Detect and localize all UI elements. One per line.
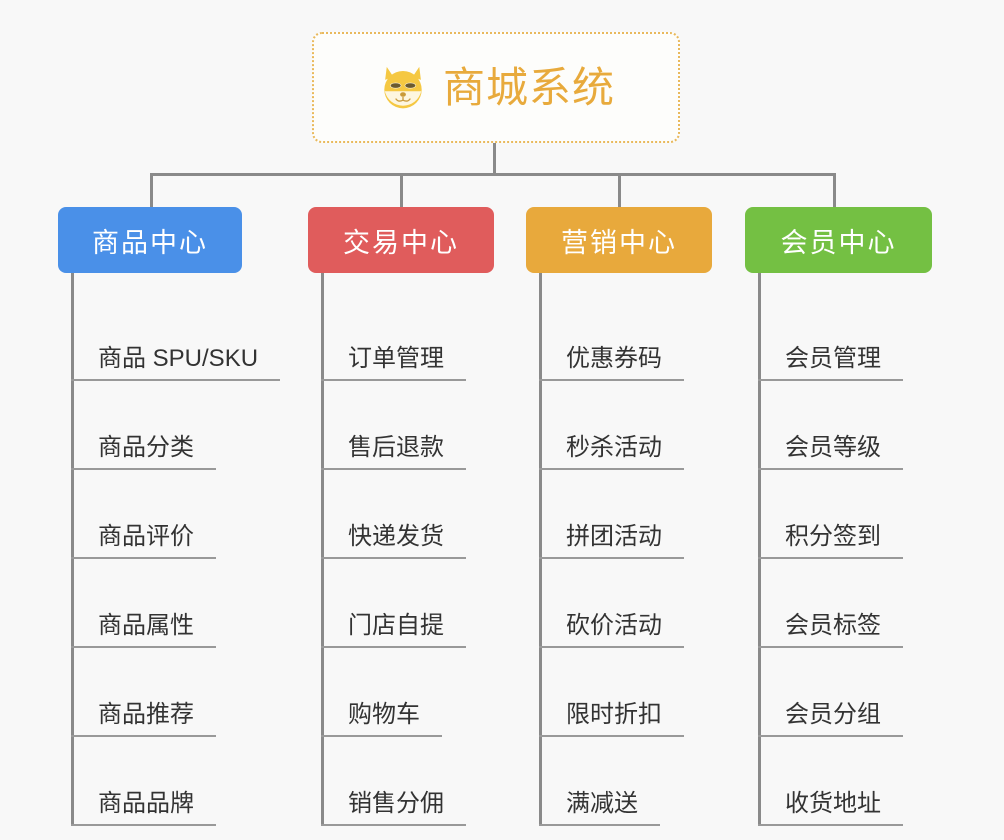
list-item-label: 快递发货 [321, 523, 466, 559]
list-item-label: 商品评价 [71, 523, 216, 559]
list-item[interactable]: 会员标签 [758, 559, 932, 648]
list-item-label: 优惠券码 [539, 345, 684, 381]
list-item[interactable]: 满减送 [539, 737, 739, 826]
column-rail [539, 273, 542, 826]
list-item-label: 限时折扣 [539, 701, 684, 737]
shiba-dog-face-icon [384, 66, 422, 108]
list-item[interactable]: 限时折扣 [539, 648, 739, 737]
item-list-transaction: 订单管理 售后退款 快递发货 门店自提 购物车 销售分佣 [308, 273, 521, 826]
item-list-member: 会员管理 会员等级 积分签到 会员标签 会员分组 收货地址 [745, 273, 932, 826]
connector-branch-1 [150, 173, 153, 207]
category-column-product: 商品中心 商品 SPU/SKU 商品分类 商品评价 商品属性 商品推荐 商品品牌 [58, 207, 288, 826]
list-item-label: 购物车 [321, 701, 442, 737]
connector-branch-4 [833, 173, 836, 207]
list-item-label: 商品推荐 [71, 701, 216, 737]
list-item-label: 商品属性 [71, 612, 216, 648]
list-item[interactable]: 购物车 [321, 648, 521, 737]
list-item-label: 会员等级 [758, 434, 903, 470]
category-box-marketing[interactable]: 营销中心 [526, 207, 712, 273]
connector-branch-2 [400, 173, 403, 207]
list-item[interactable]: 门店自提 [321, 559, 521, 648]
list-item[interactable]: 商品评价 [71, 470, 288, 559]
connector-horizontal-bus [150, 173, 836, 176]
column-rail [758, 273, 761, 826]
list-item[interactable]: 商品品牌 [71, 737, 288, 826]
list-item[interactable]: 商品属性 [71, 559, 288, 648]
list-item-label: 售后退款 [321, 434, 466, 470]
list-item-label: 砍价活动 [539, 612, 684, 648]
list-item[interactable]: 售后退款 [321, 381, 521, 470]
list-item-label: 积分签到 [758, 523, 903, 559]
list-item[interactable]: 拼团活动 [539, 470, 739, 559]
list-item[interactable]: 收货地址 [758, 737, 932, 826]
category-label: 交易中心 [343, 227, 459, 258]
list-item[interactable]: 秒杀活动 [539, 381, 739, 470]
list-item[interactable]: 订单管理 [321, 292, 521, 381]
list-item-label: 销售分佣 [321, 790, 466, 826]
list-item-label: 拼团活动 [539, 523, 684, 559]
list-item[interactable]: 快递发货 [321, 470, 521, 559]
list-item-label: 收货地址 [758, 790, 903, 826]
category-label: 商品中心 [92, 227, 208, 258]
root-node-shop-system[interactable]: 商城系统 [312, 32, 680, 143]
category-column-member: 会员中心 会员管理 会员等级 积分签到 会员标签 会员分组 收货地址 [745, 207, 932, 826]
list-item[interactable]: 商品推荐 [71, 648, 288, 737]
category-box-product[interactable]: 商品中心 [58, 207, 242, 273]
list-item[interactable]: 商品分类 [71, 381, 288, 470]
column-rail [321, 273, 324, 826]
list-item-label: 商品 SPU/SKU [71, 345, 281, 381]
list-item[interactable]: 积分签到 [758, 470, 932, 559]
list-item-label: 商品品牌 [71, 790, 216, 826]
list-item[interactable]: 商品 SPU/SKU [71, 292, 288, 381]
root-title: 商城系统 [442, 63, 615, 111]
list-item-label: 会员分组 [758, 701, 903, 737]
category-column-marketing: 营销中心 优惠券码 秒杀活动 拼团活动 砍价活动 限时折扣 满减送 [526, 207, 739, 826]
connector-branch-3 [618, 173, 621, 207]
list-item-label: 门店自提 [321, 612, 466, 648]
category-label: 营销中心 [561, 227, 677, 258]
connector-root-stem [493, 143, 496, 175]
list-item-label: 商品分类 [71, 434, 216, 470]
list-item[interactable]: 会员管理 [758, 292, 932, 381]
item-list-marketing: 优惠券码 秒杀活动 拼团活动 砍价活动 限时折扣 满减送 [526, 273, 739, 826]
list-item-label: 订单管理 [321, 345, 466, 381]
list-item[interactable]: 砍价活动 [539, 559, 739, 648]
item-list-product: 商品 SPU/SKU 商品分类 商品评价 商品属性 商品推荐 商品品牌 [58, 273, 288, 826]
list-item-label: 会员标签 [758, 612, 903, 648]
list-item[interactable]: 会员分组 [758, 648, 932, 737]
list-item-label: 秒杀活动 [539, 434, 684, 470]
list-item-label: 会员管理 [758, 345, 903, 381]
list-item-label: 满减送 [539, 790, 660, 826]
list-item[interactable]: 销售分佣 [321, 737, 521, 826]
category-column-transaction: 交易中心 订单管理 售后退款 快递发货 门店自提 购物车 销售分佣 [308, 207, 521, 826]
list-item[interactable]: 会员等级 [758, 381, 932, 470]
list-item[interactable]: 优惠券码 [539, 292, 739, 381]
category-box-member[interactable]: 会员中心 [745, 207, 932, 273]
category-box-transaction[interactable]: 交易中心 [308, 207, 494, 273]
column-rail [71, 273, 74, 826]
category-label: 会员中心 [780, 227, 897, 258]
